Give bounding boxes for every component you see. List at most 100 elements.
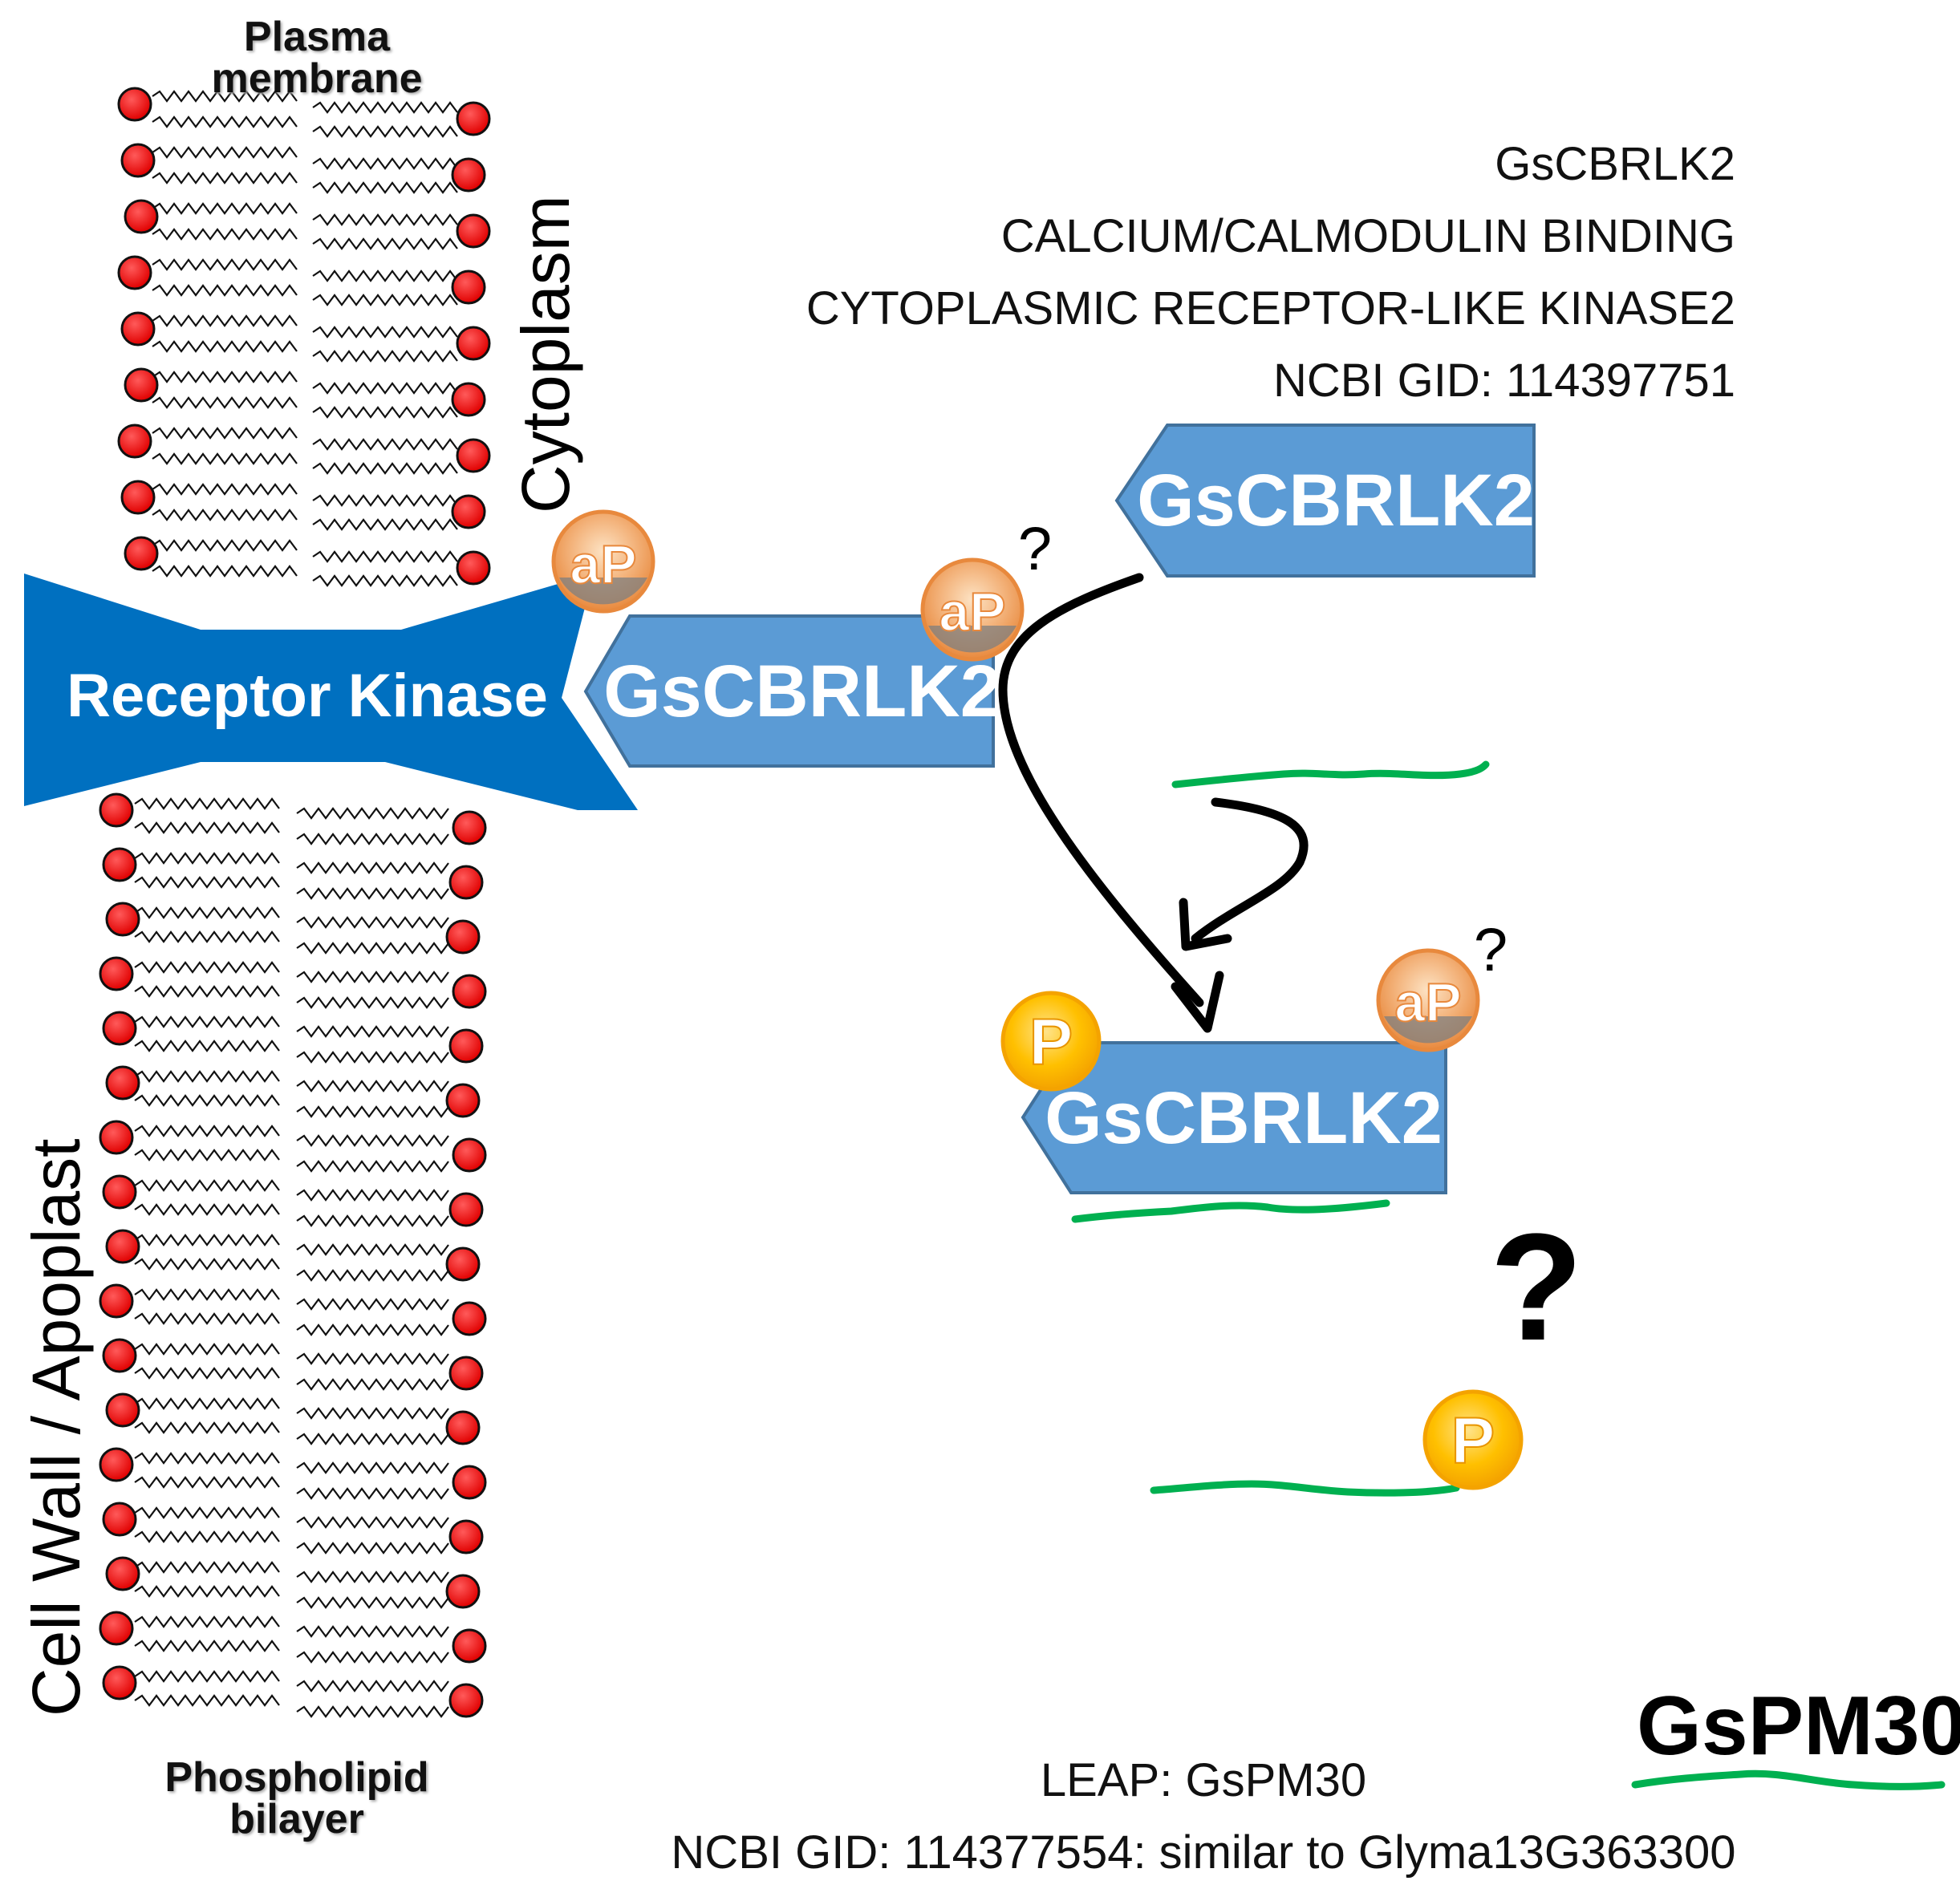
phospholipid-head [456, 550, 491, 586]
lipid-tail [296, 1596, 449, 1609]
info-line-3: CYTOPLASMIC RECEPTOR-LIKE KINASE2 [806, 282, 1735, 334]
lipid-tail [296, 1433, 449, 1445]
lipid-tail [296, 916, 449, 929]
lipid-tail [296, 1025, 449, 1038]
info-line-1: GsCBRLK2 [1495, 138, 1735, 190]
cell-wall-apoplast-label: Cell Wall / Apoplast [18, 1138, 94, 1717]
lipid-tail [296, 1487, 449, 1500]
lipid-tail [134, 1397, 280, 1410]
ap-badge-receptor: aP [551, 509, 655, 614]
lipid-tail [134, 1149, 280, 1161]
info-line-2: CALCIUM/CALMODULIN BINDING [1000, 210, 1735, 262]
lipid-tail [296, 1134, 449, 1147]
free-kinase-shape [1114, 424, 1536, 578]
receptor-kinase-shape [24, 574, 638, 810]
lipid-tail [134, 961, 280, 974]
lipid-tail [312, 125, 458, 138]
phospholipid-head [105, 1392, 140, 1428]
lipid-tail [134, 985, 280, 998]
phospholipid-head [102, 1338, 137, 1373]
phospholipid-head [452, 974, 487, 1009]
lipid-tail [152, 314, 298, 327]
phosphorylation-arrow [998, 573, 1204, 1007]
lipid-tails [134, 90, 458, 1718]
lipid-tail [296, 807, 449, 820]
phospholipid-head [448, 1192, 484, 1227]
lipid-tail [296, 1189, 449, 1202]
lipid-tail [134, 1343, 280, 1356]
phospholipid-head [124, 367, 159, 403]
hook-arrow [1191, 797, 1309, 943]
phospholipid-head [445, 1246, 481, 1282]
lipid-tail [134, 1585, 280, 1598]
ap-text-receptor: aP [570, 534, 636, 595]
lipid-tail [296, 1516, 449, 1529]
lipid-tail [134, 1421, 280, 1434]
lipid-tail [312, 550, 458, 563]
lipid-tail [152, 202, 298, 215]
lipid-tail [152, 284, 298, 297]
ap-badge-bound-kinase: aP [920, 557, 1025, 662]
phospholipid-head [105, 1229, 140, 1264]
phospholipid-head [102, 1502, 137, 1537]
phospholipid-head [452, 810, 487, 845]
lipid-tail [134, 930, 280, 943]
phospholipid-bilayer-caption: Phospholipid bilayer [164, 1754, 429, 1842]
lipid-tail [152, 258, 298, 271]
lipid-tail [134, 1615, 280, 1628]
lipid-tail [134, 1179, 280, 1192]
lipid-tail [296, 1105, 449, 1118]
lipid-tail [296, 1160, 449, 1173]
phospholipid-head [452, 1465, 487, 1500]
phospholipid-head [445, 919, 481, 955]
phospholipid-heads [99, 87, 491, 1718]
lipid-tail [312, 294, 458, 306]
phospholipid-head [117, 87, 152, 122]
lipid-tail [134, 1367, 280, 1380]
lipid-tail [296, 1051, 449, 1064]
lipid-tail [312, 350, 458, 363]
phospholipid-head [448, 1519, 484, 1554]
p-text-substrate: P [1451, 1405, 1495, 1477]
lipid-tail [312, 237, 458, 250]
phospholipid-head [448, 865, 484, 900]
lipid-tail [296, 1214, 449, 1227]
phospholipid-head [99, 1283, 134, 1319]
lipid-tail [296, 861, 449, 874]
phospholipid-head [124, 536, 159, 571]
lipid-tail [296, 887, 449, 900]
lipid-tail [296, 1407, 449, 1420]
phospholipid-head [448, 1028, 484, 1064]
lipid-tail [296, 942, 449, 955]
lipid-tail [312, 101, 458, 114]
phospholipid-head [99, 792, 134, 828]
lipid-tail [296, 1705, 449, 1718]
phospholipid-head [99, 1120, 134, 1155]
lipid-tail [152, 565, 298, 578]
lipid-tail [134, 1670, 280, 1683]
lipid-tail [296, 1298, 449, 1311]
phospholipid-head [120, 480, 156, 515]
phospholipid-head [99, 1447, 134, 1482]
lipid-tail [134, 1694, 280, 1707]
target-title: GsPM30 [1637, 1680, 1960, 1773]
free-kinase-label: GsCBRLK2 [1137, 460, 1535, 541]
phospholipid-head [102, 1174, 137, 1210]
lipid-tail [312, 181, 458, 194]
substrate-strand-middle [1071, 1199, 1390, 1223]
lipid-tail [296, 1461, 449, 1474]
phospholipid-head [452, 1628, 487, 1664]
phospholipid-head [456, 326, 491, 361]
lipid-tail [134, 1312, 280, 1325]
substrate-strand-lower [1150, 1480, 1460, 1497]
phospholipid-head [99, 1611, 134, 1646]
arrow-head-main [1171, 971, 1224, 1033]
lipid-tail [134, 821, 280, 834]
lipid-tail [296, 1352, 449, 1365]
phospholipid-head [117, 255, 152, 290]
lipid-tail [134, 852, 280, 865]
phospholipid-head [445, 1083, 481, 1118]
phospholipid-head [117, 424, 152, 459]
